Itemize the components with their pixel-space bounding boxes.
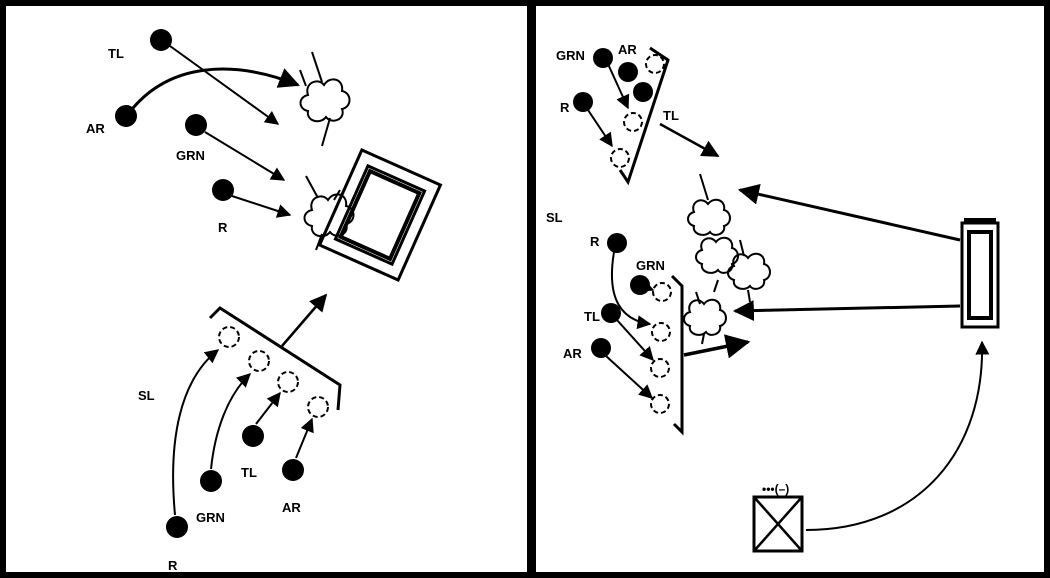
left-bunker-icon xyxy=(317,148,443,282)
right-ar-top-label: AR xyxy=(618,42,637,57)
right-grn-mid-soldier-icon xyxy=(630,275,650,295)
right-explosion-cloud-icon-3 xyxy=(727,239,771,303)
right-dashed-position-4 xyxy=(652,282,672,302)
left-tl-bottom-soldier-icon xyxy=(242,425,264,447)
right-ar-mid-soldier-icon xyxy=(591,338,611,358)
left-sl-label: SL xyxy=(138,388,155,403)
left-r-soldier-icon xyxy=(212,179,234,201)
right-dashed-position-7 xyxy=(650,394,670,414)
right-r-top-label: R xyxy=(560,100,570,115)
support-unit-icon xyxy=(752,495,804,553)
right-panel: GRN AR R TL xyxy=(546,42,1000,553)
left-r-top-label: R xyxy=(218,220,228,235)
left-explosion-cloud-icon-top xyxy=(299,51,351,147)
left-grn-soldier-icon xyxy=(185,114,207,136)
support-unit-symbol: •••(–) xyxy=(762,482,789,496)
right-ar-top-soldier-icon xyxy=(618,62,638,82)
right-tl-mid-soldier-icon xyxy=(601,303,621,323)
right-r-mid-label: R xyxy=(590,234,600,249)
left-formation-line xyxy=(208,306,342,411)
right-top-formation-line xyxy=(618,46,670,186)
left-dashed-position-2 xyxy=(248,350,270,372)
left-r-bottom-label: R xyxy=(168,558,178,573)
right-ar-mid-label: AR xyxy=(563,346,582,361)
right-grn-top-soldier-icon xyxy=(593,48,613,68)
right-grn-top-label: GRN xyxy=(556,48,585,63)
left-grn-bottom-label: GRN xyxy=(196,510,225,525)
right-tl-top-soldier-icon xyxy=(633,82,653,102)
left-r-bottom-soldier-icon xyxy=(166,516,188,538)
right-bunker-icon xyxy=(960,218,1000,329)
right-dashed-position-2 xyxy=(623,112,643,132)
panel-divider xyxy=(527,3,536,575)
left-ar-bottom-soldier-icon xyxy=(282,459,304,481)
left-tl-soldier-icon xyxy=(150,29,172,51)
left-tl-bottom-label: TL xyxy=(241,465,257,480)
left-panel: TL AR GRN R xyxy=(86,29,443,573)
right-grn-mid-label: GRN xyxy=(636,258,665,273)
left-grn-bottom-soldier-icon xyxy=(200,470,222,492)
right-r-mid-soldier-icon xyxy=(607,233,627,253)
right-mid-formation-line xyxy=(670,274,684,436)
left-dashed-position-4 xyxy=(307,396,329,418)
left-ar-bottom-label: AR xyxy=(282,500,301,515)
left-dashed-position-3 xyxy=(277,371,299,393)
right-dashed-position-1 xyxy=(645,54,665,74)
right-r-top-soldier-icon xyxy=(573,92,593,112)
right-tl-top-label: TL xyxy=(663,108,679,123)
right-dashed-position-5 xyxy=(651,322,671,342)
right-explosion-cloud-icon-1 xyxy=(687,173,731,236)
left-ar-top-label: AR xyxy=(86,121,105,136)
left-dashed-position-1 xyxy=(218,326,240,348)
right-dashed-position-3 xyxy=(610,148,630,168)
right-sl-label: SL xyxy=(546,210,563,225)
right-explosion-cloud-icon-2 xyxy=(695,236,739,293)
left-ar-soldier-icon xyxy=(115,105,137,127)
right-dashed-position-6 xyxy=(650,358,670,378)
right-tl-mid-label: TL xyxy=(584,309,600,324)
right-explosion-cloud-icon-4 xyxy=(683,291,727,345)
left-grn-top-label: GRN xyxy=(176,148,205,163)
left-tl-top-label: TL xyxy=(108,46,124,61)
